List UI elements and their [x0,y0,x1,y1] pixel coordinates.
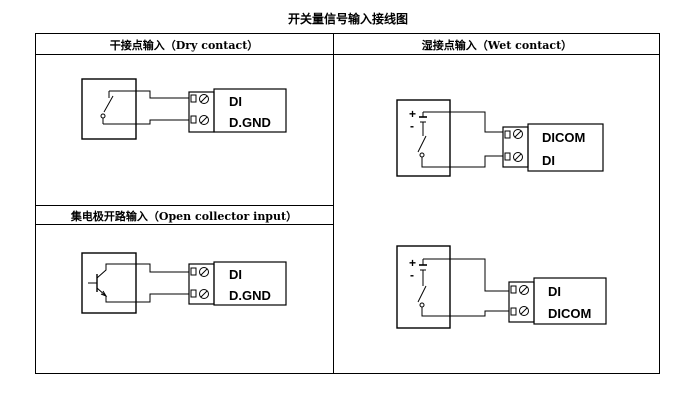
wet2-terminal-1: DI [548,284,561,299]
header-row-divider [35,54,660,55]
dry-contact-header: 干接点输入（Dry contact） [109,39,259,52]
wet-terminal-1: DICOM [542,130,585,145]
wet2-terminal-block [508,281,535,323]
wet2-minus-sign: - [410,268,414,282]
dry-terminal-label-box [213,88,287,133]
dry-terminal-block [188,91,215,133]
dry-contact-diagram [81,78,287,140]
wet2-terminal-2: DICOM [548,306,591,321]
dry-terminal-2: D.GND [229,115,271,130]
wet2-terminal-label-box [533,277,607,325]
wet2-plus-sign: + [409,256,416,270]
open-collector-diagram [81,252,287,314]
page-title: 开关量信号输入接线图 [287,12,408,26]
wet-terminal-2: DI [542,153,555,168]
left-mid-divider-bottom [35,224,333,225]
left-mid-divider-top [35,205,333,206]
open-collector-header: 集电极开路输入（Open collector input） [70,210,298,223]
wet-contact-diagram-2 [396,245,607,329]
wet-source-box [396,99,451,177]
wet-plus-sign: + [409,107,416,121]
wet-contact-header: 湿接点输入（Wet contact） [421,39,573,52]
wet2-source-box [396,245,451,329]
oc-transistor-box [81,252,137,314]
table-column-divider [333,33,334,374]
wet-terminal-label-box [527,123,604,172]
oc-terminal-label-box [213,261,287,306]
oc-terminal-2: D.GND [229,288,271,303]
wet-contact-diagram [396,99,604,177]
oc-terminal-1: DI [229,267,242,282]
wet-minus-sign: - [410,119,414,133]
diagram-table [35,33,660,374]
dry-terminal-1: DI [229,94,242,109]
dry-switch-box [81,78,137,140]
